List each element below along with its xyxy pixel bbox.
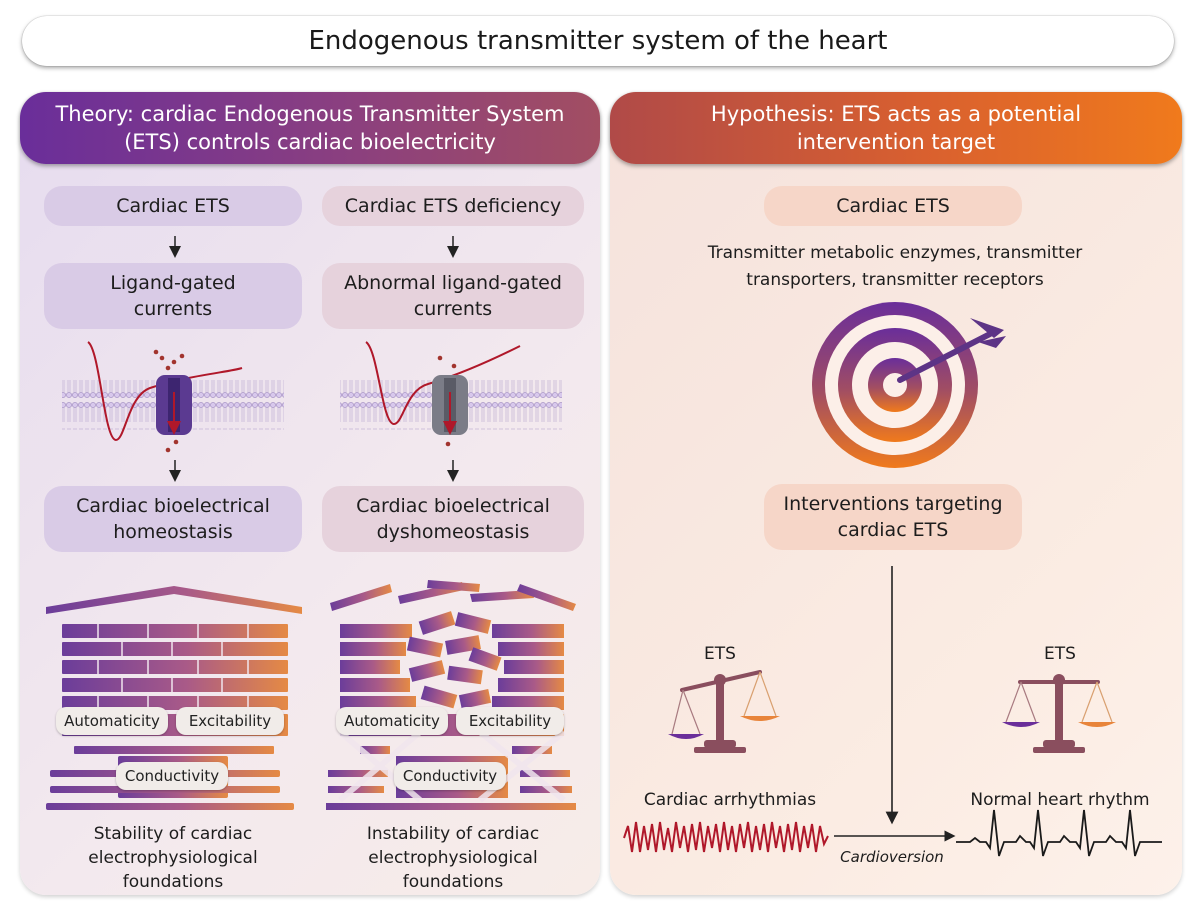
ets-components-text: Transmitter metabolic enzymes, transmitt… xyxy=(707,243,1083,290)
conductivity-tag-stable: Conductivity xyxy=(116,762,228,790)
dyshomeostasis-box: Cardiac bioelectrical dyshomeostasis xyxy=(322,486,584,552)
ligand-gated-currents-box: Ligand-gated currents xyxy=(44,263,302,329)
interventions-text: Interventions targeting cardiac ETS xyxy=(783,493,1003,541)
membrane-channel-normal xyxy=(62,341,284,453)
automaticity-tag-unstable: Automaticity xyxy=(336,707,448,735)
normal-ecg-trace xyxy=(956,809,1162,857)
cardiac-ets-box: Cardiac ETS xyxy=(44,186,302,226)
target-icon xyxy=(812,302,1006,468)
membrane-channel-abnormal xyxy=(340,341,562,447)
page-title: Endogenous transmitter system of the hea… xyxy=(22,16,1174,66)
automaticity-tag-stable: Automaticity xyxy=(56,707,168,735)
theory-header-text: Theory: cardiac Endogenous Transmitter S… xyxy=(55,102,565,154)
instability-caption: Instability of cardiac electrophysiologi… xyxy=(366,824,540,892)
dyshomeostasis-text: Cardiac bioelectrical dyshomeostasis xyxy=(356,495,550,543)
ligand-gated-currents-text: Ligand-gated currents xyxy=(110,272,236,320)
homeostasis-text: Cardiac bioelectrical homeostasis xyxy=(76,495,270,543)
abnormal-currents-text: Abnormal ligand-gated currents xyxy=(344,272,562,320)
excitability-tag-unstable: Excitability xyxy=(456,707,564,735)
abnormal-currents-box: Abnormal ligand-gated currents xyxy=(322,263,584,329)
right-cardiac-ets-box: Cardiac ETS xyxy=(764,186,1022,226)
interventions-box: Interventions targeting cardiac ETS xyxy=(764,484,1022,550)
flow-arrows xyxy=(169,236,459,482)
excitability-tag-stable: Excitability xyxy=(176,707,284,735)
conductivity-tag-unstable: Conductivity xyxy=(394,762,506,790)
arrhythmia-trace xyxy=(623,821,829,853)
normal-rhythm-label: Normal heart rhythm xyxy=(970,790,1150,810)
arrhythmia-label: Cardiac arrhythmias xyxy=(643,790,817,810)
scale-label-left: ETS xyxy=(704,644,736,664)
scale-label-right: ETS xyxy=(1044,644,1076,664)
theory-header: Theory: cardiac Endogenous Transmitter S… xyxy=(20,92,600,164)
unbalanced-scale-icon xyxy=(668,670,780,753)
hypothesis-header: Hypothesis: ETS acts as a potential inte… xyxy=(610,92,1182,164)
hypothesis-header-text: Hypothesis: ETS acts as a potential inte… xyxy=(710,102,1082,154)
cardioversion-label: Cardioversion xyxy=(840,848,944,866)
ets-deficiency-box: Cardiac ETS deficiency xyxy=(322,186,584,226)
homeostasis-box: Cardiac bioelectrical homeostasis xyxy=(44,486,302,552)
balanced-scale-icon xyxy=(1002,674,1116,753)
stability-caption: Stability of cardiac electrophysiologica… xyxy=(88,824,258,892)
